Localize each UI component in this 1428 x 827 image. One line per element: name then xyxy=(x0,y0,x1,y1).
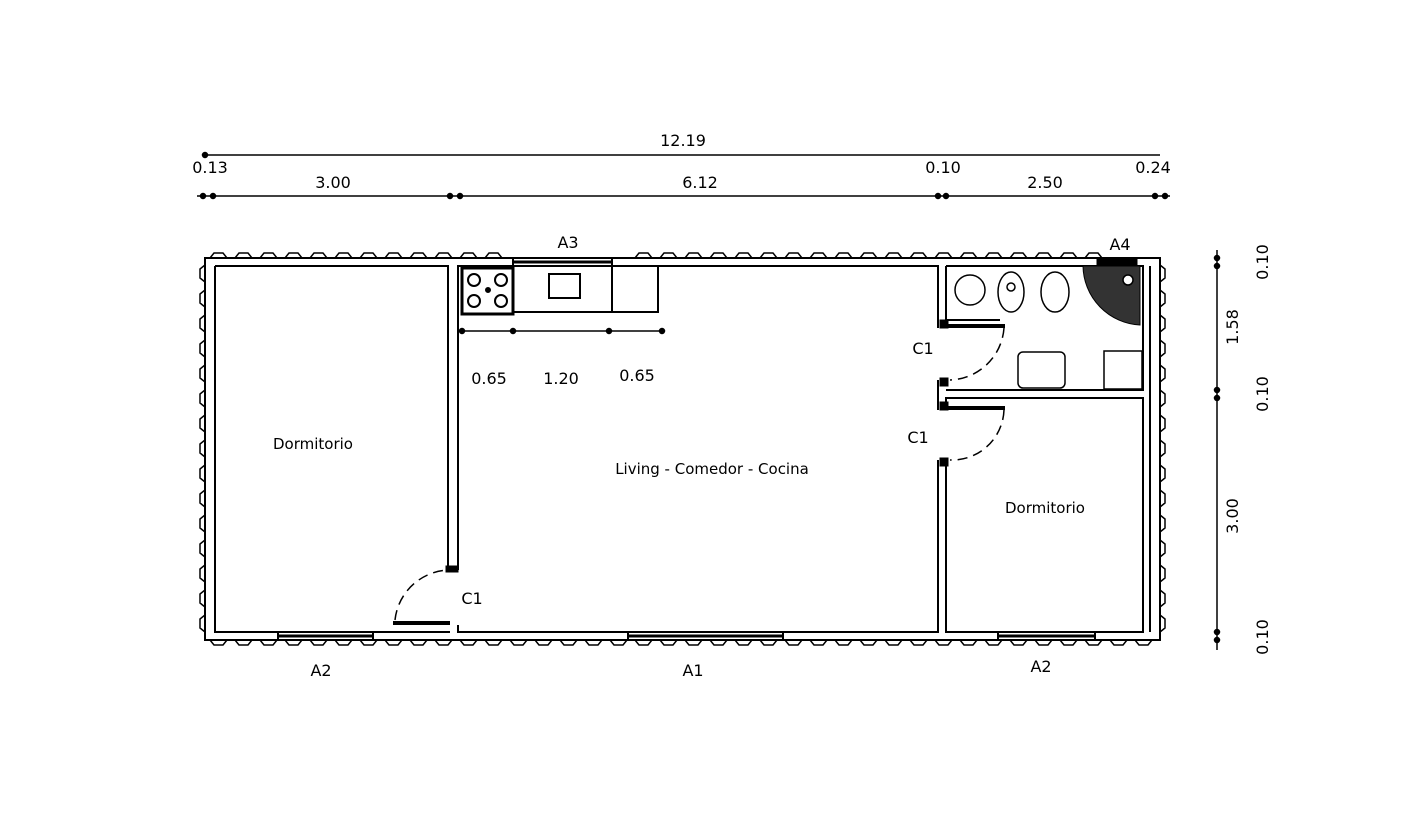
dimension-tick xyxy=(1213,636,1221,644)
dimension-tick xyxy=(1161,192,1169,200)
dimension-tick xyxy=(1213,628,1221,636)
dimension-tick xyxy=(934,192,942,200)
opening-a1: A1 xyxy=(682,661,703,680)
dim-right-room: 2.50 xyxy=(1027,173,1063,192)
dimension-tick xyxy=(942,192,950,200)
dim-counter-a: 0.65 xyxy=(471,369,507,388)
room-left-dormitorio: Dormitorio xyxy=(273,435,353,453)
scallop-path xyxy=(199,252,1166,646)
wall-insulation xyxy=(199,252,1166,646)
kitchen-counter xyxy=(460,265,659,316)
dim-left-room: 3.00 xyxy=(315,173,351,192)
dim-counter-b: 1.20 xyxy=(543,369,579,388)
dim-counter-c: 0.65 xyxy=(619,366,655,385)
opening-a3: A3 xyxy=(557,233,578,252)
dim-v-room: 3.00 xyxy=(1223,498,1242,534)
bathroom-fixtures xyxy=(954,265,1143,390)
dimension-tick xyxy=(446,192,454,200)
dimension-lines xyxy=(197,151,1221,650)
opening-a4: A4 xyxy=(1109,235,1130,254)
dimension-tick xyxy=(1213,386,1221,394)
dim-v-bath: 1.58 xyxy=(1223,309,1242,345)
dim-top-left-wall: 0.13 xyxy=(192,158,228,177)
opening-a2-left: A2 xyxy=(310,661,331,680)
room-living: Living - Comedor - Cocina xyxy=(615,460,809,478)
dim-inner-wall: 0.10 xyxy=(925,158,961,177)
dimension-tick xyxy=(1213,394,1221,402)
doors xyxy=(393,319,1005,625)
dim-center-room: 6.12 xyxy=(682,173,718,192)
dimension-tick xyxy=(456,192,464,200)
dimension-tick xyxy=(209,192,217,200)
dim-v-mid-wall: 0.10 xyxy=(1253,376,1272,412)
dim-right-wall: 0.24 xyxy=(1135,158,1171,177)
dimension-tick xyxy=(1213,262,1221,270)
opening-a2-right: A2 xyxy=(1030,657,1051,676)
door-c1-room: C1 xyxy=(907,428,928,447)
dimension-tick xyxy=(1151,192,1159,200)
door-c1-left: C1 xyxy=(461,589,482,608)
dimension-tick xyxy=(1213,254,1221,262)
dim-v-top-wall: 0.10 xyxy=(1253,244,1272,280)
dim-total-width: 12.19 xyxy=(660,131,706,150)
dimension-tick xyxy=(199,192,207,200)
door-c1-bath: C1 xyxy=(912,339,933,358)
room-right-dormitorio: Dormitorio xyxy=(1005,499,1085,517)
dim-v-bottom-wall: 0.10 xyxy=(1253,619,1272,655)
windows xyxy=(277,257,1138,641)
